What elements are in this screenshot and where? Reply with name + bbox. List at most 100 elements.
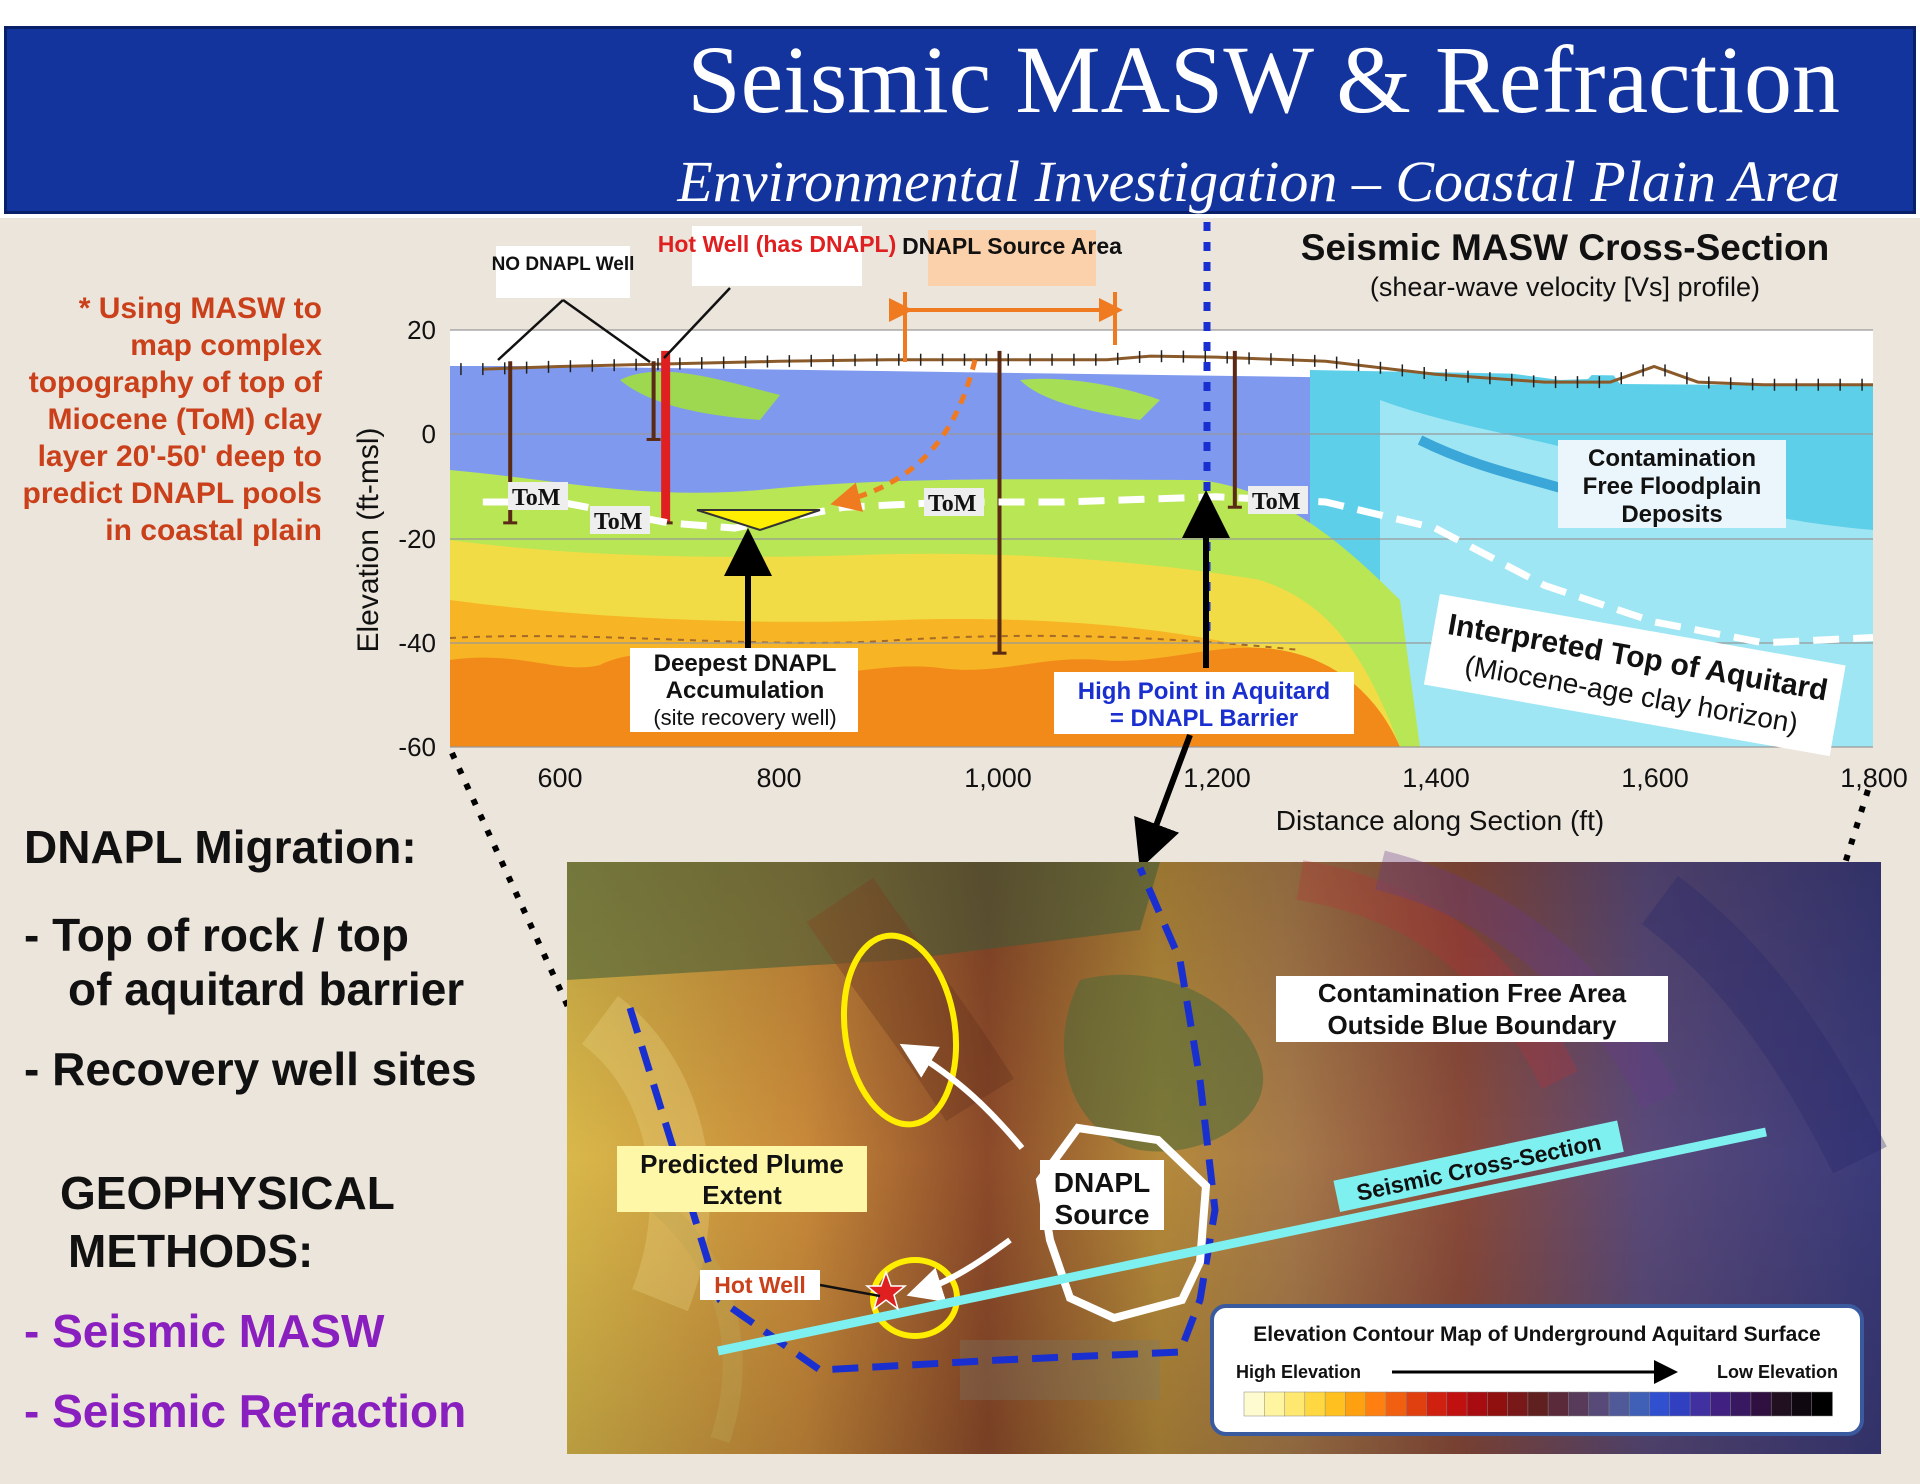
y-tick-label: 20	[407, 315, 436, 345]
x-tick-label: 1,200	[1183, 763, 1251, 793]
free-area-label-2: Outside Blue Boundary	[1328, 1010, 1617, 1040]
y-axis-label: Elevation (ft-msl)	[352, 427, 385, 652]
method-seismic-refraction: - Seismic Refraction	[24, 1385, 467, 1437]
tom-label: ToM	[1252, 489, 1300, 515]
legend-swatch	[1689, 1391, 1712, 1417]
source-area-label: DNAPL Source Area	[902, 233, 1122, 259]
legend-swatch	[1426, 1391, 1448, 1417]
legend-swatch	[1568, 1391, 1590, 1417]
legend-swatch	[1770, 1391, 1793, 1417]
floodplain-label-3: Deposits	[1621, 501, 1722, 528]
title-banner	[4, 26, 1916, 214]
masw-note: * Using MASW to map complex topography o…	[22, 292, 322, 547]
x-axis: 600 800 1,000 1,200 1,400 1,600 1,800	[537, 763, 1907, 793]
x-tick-label: 1,000	[964, 763, 1032, 793]
legend-swatch	[1811, 1391, 1833, 1417]
dnapl-migration-item-1-cont: of aquitard barrier	[68, 963, 465, 1015]
section-subtitle: (shear-wave velocity [Vs] profile)	[1370, 272, 1760, 302]
plume-label-2: Extent	[702, 1180, 782, 1210]
map-legend: Elevation Contour Map of Underground Aqu…	[1210, 1304, 1864, 1436]
contamination-boundary	[626, 866, 1219, 1374]
legend-swatch	[1649, 1391, 1671, 1417]
no-dnapl-well-label: NO DNAPL Well	[492, 254, 635, 275]
aquitard-top-line	[482, 493, 1874, 647]
dnapl-migration-item-1: - Top of rock / top	[24, 909, 409, 961]
section-title: Seismic MASW Cross-Section	[1301, 227, 1829, 268]
ground-surface-line	[460, 350, 1873, 391]
legend-swatch	[1608, 1391, 1631, 1417]
source-to-plume-arrow	[899, 1043, 1025, 1150]
y-tick-label: -60	[398, 732, 436, 762]
legend-swatch	[1345, 1391, 1367, 1417]
legend-swatch	[1628, 1391, 1651, 1417]
dnapl-migration-heading: DNAPL Migration:	[24, 821, 417, 873]
source-to-hotwell-arrow	[906, 1237, 1012, 1303]
deepest-dnapl-callout: Deepest DNAPL Accumulation (site recover…	[630, 648, 858, 732]
legend-title: Elevation Contour Map of Underground Aqu…	[1253, 1323, 1820, 1346]
high-point-label-1: High Point in Aquitard	[1078, 678, 1330, 705]
source-to-pool-arrow	[830, 359, 978, 512]
methods-heading-2: METHODS:	[68, 1225, 314, 1277]
legend-swatch	[1527, 1391, 1549, 1417]
hot-well-pointer	[819, 1283, 881, 1298]
high-point-label-2: = DNAPL Barrier	[1110, 705, 1298, 732]
plume-label: Predicted Plume Extent	[617, 1146, 867, 1212]
cross-section: 20 0 -20 -40 -60 600 800 1,000 1,200 1,4…	[352, 222, 1908, 870]
tom-label: ToM	[512, 485, 560, 511]
source-label-2: Source	[1055, 1199, 1150, 1230]
legend-swatch	[1730, 1391, 1752, 1417]
legend-swatch	[1284, 1391, 1306, 1417]
deepest-dnapl-label-2: Accumulation	[666, 677, 825, 704]
x-tick-label: 800	[756, 763, 801, 793]
legend-high: High Elevation	[1236, 1362, 1361, 1382]
deepest-dnapl-label-1: Deepest DNAPL	[654, 650, 837, 677]
deepest-dnapl-label-3: (site recovery well)	[653, 705, 836, 730]
page-title: Seismic MASW & Refraction	[687, 26, 1840, 133]
legend-color-ramp	[1243, 1391, 1833, 1417]
legend-swatch	[1588, 1391, 1610, 1417]
source-area-callout: DNAPL Source Area	[902, 230, 1122, 286]
legend-swatch	[1547, 1391, 1570, 1417]
no-dnapl-well-callout: NO DNAPL Well	[492, 246, 651, 364]
hot-well-label: Hot Well (has DNAPL)	[658, 231, 897, 257]
aquitard-top	[482, 493, 1874, 647]
method-seismic-masw: - Seismic MASW	[24, 1305, 385, 1357]
legend-swatch	[1466, 1391, 1489, 1417]
high-point-callout: High Point in Aquitard = DNAPL Barrier	[1054, 672, 1354, 734]
contamination-free-area-label: Contamination Free Area Outside Blue Bou…	[1276, 976, 1668, 1042]
legend-swatch	[1324, 1391, 1347, 1417]
free-area-label-1: Contamination Free Area	[1318, 978, 1627, 1008]
x-axis-label: Distance along Section (ft)	[1276, 805, 1604, 836]
legend-low: Low Elevation	[1717, 1362, 1838, 1382]
section-to-map-arrow	[1134, 733, 1193, 870]
x-tick-label: 1,600	[1621, 763, 1689, 793]
dnapl-source-label: DNAPL Source	[1040, 1160, 1164, 1230]
legend-swatch	[1750, 1391, 1772, 1417]
dnapl-migration-item-2: - Recovery well sites	[24, 1043, 477, 1095]
legend-swatch	[1405, 1391, 1428, 1417]
legend-swatch	[1791, 1391, 1813, 1417]
hot-well-callout: Hot Well (has DNAPL)	[658, 226, 897, 359]
ground-surface	[482, 354, 1873, 387]
legend-swatch	[1710, 1391, 1732, 1417]
floodplain-label-1: Contamination	[1588, 445, 1756, 472]
legend-swatch	[1507, 1391, 1529, 1417]
y-tick-label: -40	[398, 628, 436, 658]
y-tick-label: -20	[398, 524, 436, 554]
seismic-section-line	[717, 1127, 1767, 1356]
hot-well-star-icon	[864, 1269, 908, 1311]
tom-label: ToM	[594, 509, 642, 535]
legend-swatch	[1243, 1391, 1266, 1417]
methods-heading: GEOPHYSICAL	[60, 1167, 395, 1219]
plume-label-1: Predicted Plume	[640, 1149, 844, 1179]
predicted-plume-outline	[840, 932, 960, 1128]
y-axis: 20 0 -20 -40 -60	[398, 315, 436, 762]
y-tick-label: 0	[422, 419, 436, 449]
x-tick-label: 1,800	[1840, 763, 1908, 793]
legend-swatch	[1264, 1391, 1286, 1417]
left-connector	[449, 751, 715, 1324]
legend-swatch	[1446, 1391, 1468, 1417]
legend-swatch	[1487, 1391, 1509, 1417]
dnapl-pool	[696, 509, 821, 532]
